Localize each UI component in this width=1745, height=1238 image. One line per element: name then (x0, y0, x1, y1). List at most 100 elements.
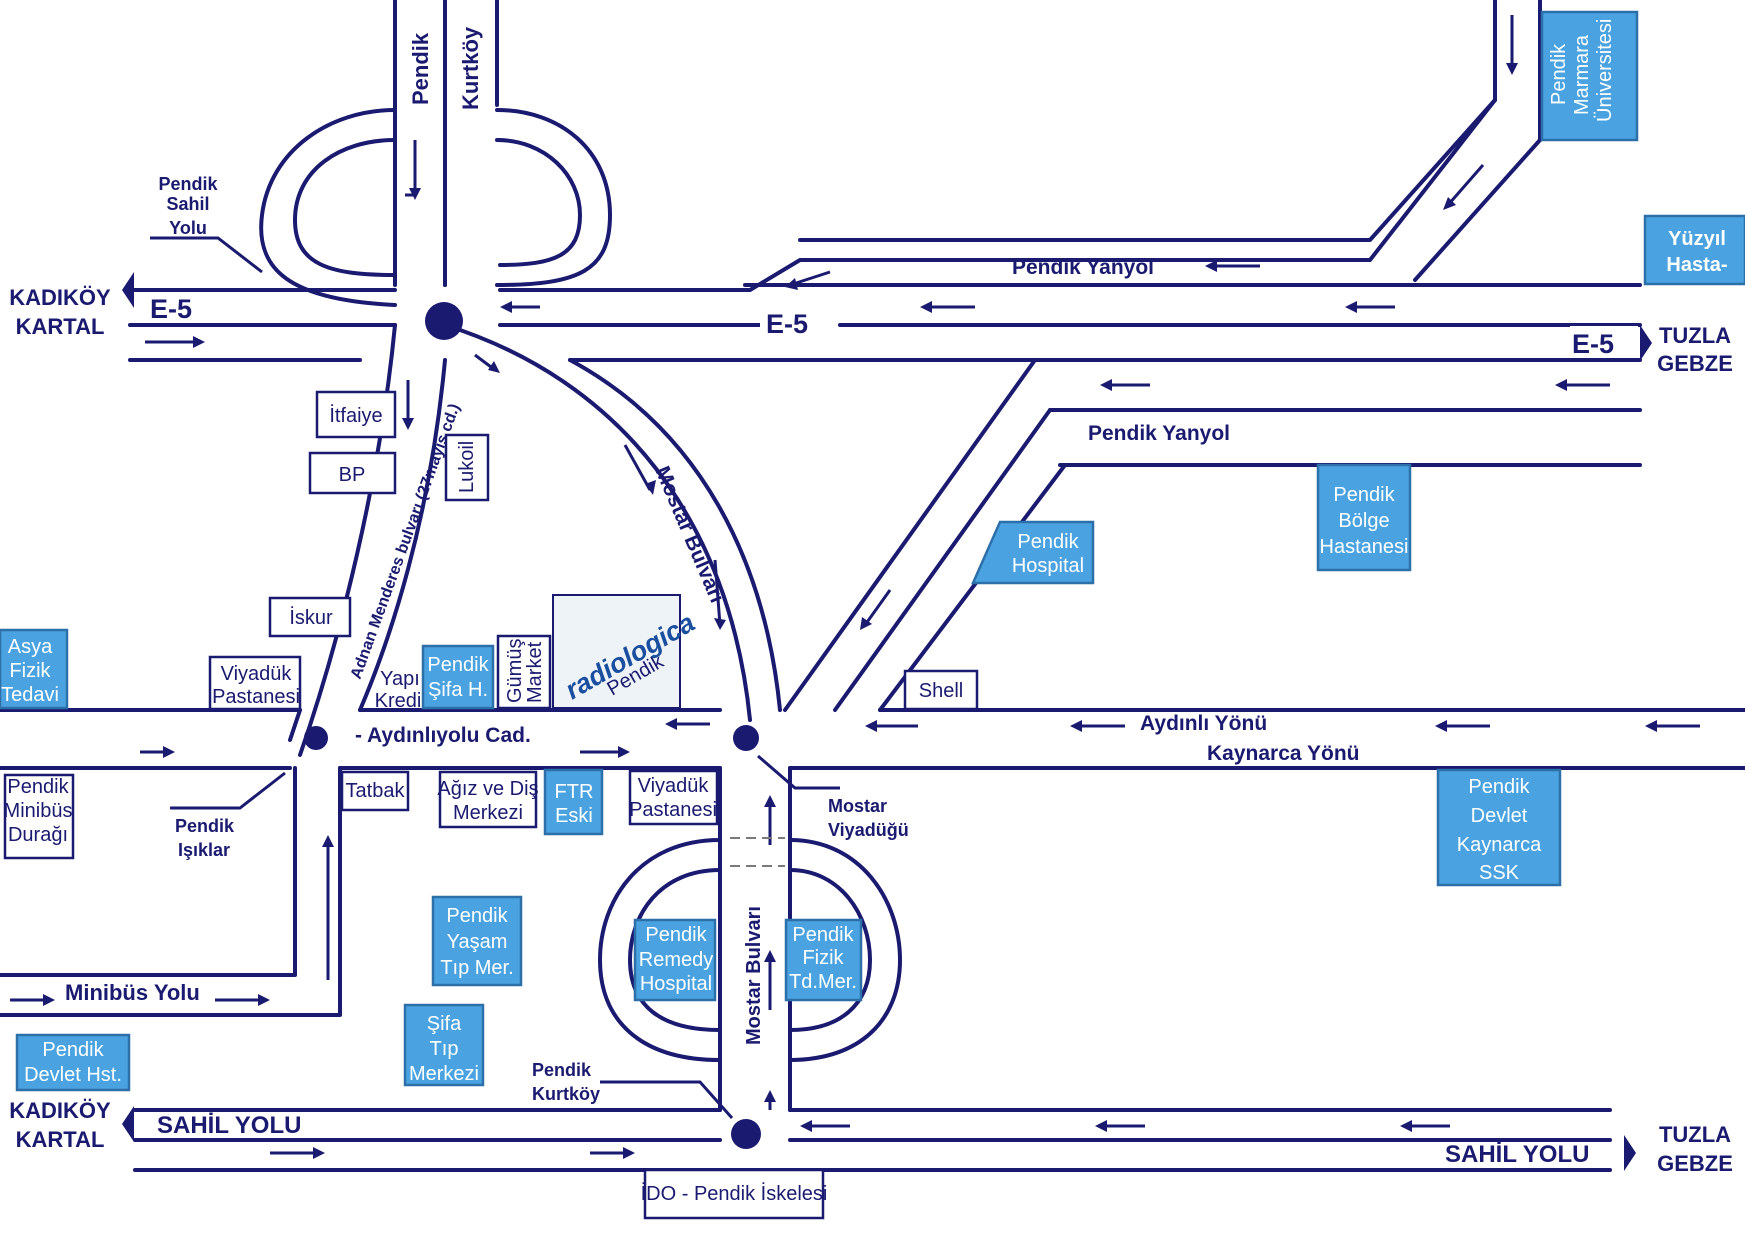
label-aydinli-yonu: Aydınlı Yönü (1140, 712, 1267, 735)
place-yapi-kredi-a: Yapı (380, 668, 420, 690)
junction-sahil (731, 1119, 761, 1149)
box-lukoil (444, 433, 490, 502)
dir-left-top-2: KARTAL (16, 314, 105, 339)
label-e5-right: E-5 (1572, 329, 1614, 359)
place-viyaduk-2b: Pastanesi (629, 799, 717, 821)
place-iskur: İskur (289, 606, 333, 629)
box-sifa-tip (403, 1003, 485, 1087)
place-gumus-b: Market (524, 641, 546, 703)
med-bolge-a: Pendik (1333, 484, 1395, 506)
med-yuzyil-b: Hasta- (1666, 254, 1727, 276)
place-minibus-a: Pendik (7, 776, 69, 798)
med-kaynarca-d: SSK (1479, 862, 1520, 884)
dir-left-top-1: KADIKÖY (9, 285, 111, 310)
label-minibus-yolu: Minibüs Yolu (65, 980, 200, 1005)
med-marmara-c: Üniversitesi (1594, 19, 1616, 122)
box-shell (903, 669, 979, 711)
label-kaynarca-yonu: Kaynarca Yönü (1207, 742, 1360, 765)
dir-right-bottom-2: GEBZE (1657, 1151, 1733, 1176)
radiologica-logo: radiologica Pendik (552, 594, 700, 709)
arrowhead-left-bottom (122, 1106, 134, 1142)
dir-left-bottom-2: KARTAL (16, 1127, 105, 1152)
label-sahil-yolu-left: SAHİL YOLU (157, 1112, 301, 1139)
box-itfaiye (315, 390, 397, 439)
box-bp (308, 451, 397, 495)
label-mostar-lower: Mostar Bulvarı (743, 906, 765, 1045)
place-minibus-c: Durağı (8, 824, 68, 846)
med-fizik-a: Pendik (792, 924, 854, 946)
med-fizik-c: Td.Mer. (789, 971, 857, 993)
label-aydinliyolu: - Aydınlıyolu Cad. (355, 724, 531, 747)
label-pendik-isiklar-2: Işıklar (178, 840, 230, 860)
label-mostar-viyadugu-2: Viyadüğü (828, 820, 909, 840)
med-bolge-c: Hastanesi (1320, 536, 1409, 558)
med-ftr-b: Eski (555, 805, 593, 827)
dir-right-top-2: GEBZE (1657, 351, 1733, 376)
label-sahil-yolu-right: SAHİL YOLU (1445, 1141, 1589, 1168)
box-iskur (268, 596, 352, 638)
box-agiz-dis (438, 770, 538, 829)
pointer-mostar-viyadugu (757, 754, 840, 790)
med-devlet-hst-a: Pendik (42, 1039, 104, 1061)
box-asya-fizik (0, 628, 69, 710)
place-lukoil: Lukoil (456, 441, 478, 493)
med-kaynarca-a: Pendik (1468, 776, 1530, 798)
med-kaynarca-c: Kaynarca (1457, 834, 1542, 856)
box-devlet-kaynarca (1436, 768, 1562, 887)
med-fizik-b: Fizik (802, 947, 844, 969)
box-yasam (431, 895, 523, 987)
med-asya-c: Tedavi (1, 684, 59, 706)
med-remedy-b: Remedy (639, 949, 713, 971)
pointer-pendik-isiklar (170, 771, 286, 810)
medical-places: Pendik Marmara Üniversitesi Yüzyıl Hasta… (0, 10, 1745, 1092)
place-itfaiye: İtfaiye (329, 404, 382, 427)
dir-right-top-1: TUZLA (1659, 323, 1731, 348)
place-yapi-kredi-b: Kredi (375, 690, 422, 712)
junction-aydinli-west (304, 726, 328, 750)
box-viyaduk-2 (628, 769, 719, 826)
med-asya-a: Asya (8, 636, 53, 658)
box-tatbak (340, 770, 410, 812)
med-yuzyil-a: Yüzyıl (1668, 228, 1726, 250)
med-sifa-h-b: Şifa H. (428, 679, 488, 701)
label-pendik-sahil-1: Pendik (158, 174, 218, 194)
med-kaynarca-b: Devlet (1471, 805, 1528, 827)
med-yasam-a: Pendik (446, 905, 508, 927)
med-sifa-h-a: Pendik (427, 654, 489, 676)
junction-e5 (425, 302, 463, 340)
box-ido (643, 1168, 825, 1220)
place-ido: İDO - Pendik İskelesi (641, 1182, 828, 1205)
med-sifa-tip-a: Şifa (427, 1013, 462, 1035)
direction-arrows (10, 15, 1700, 1159)
place-viyaduk-2a: Viyadük (638, 775, 710, 797)
e5-label-gap-right (1570, 326, 1638, 358)
med-hospital-a: Pendik (1017, 531, 1079, 553)
label-pendik-up: Pendik (408, 32, 433, 105)
med-yasam-b: Yaşam (447, 931, 508, 953)
label-pendik-yanyol-mid: Pendik Yanyol (1088, 422, 1230, 445)
place-agiz-a: Ağız ve Diş (437, 778, 538, 800)
box-devlet-hst (15, 1033, 131, 1092)
label-pendik-kurtkoy-1: Pendik (532, 1060, 592, 1080)
place-viyaduk-1b: Pastanesi (212, 686, 300, 708)
med-asya-b: Fizik (9, 660, 51, 682)
dir-left-bottom-1: KADIKÖY (9, 1098, 111, 1123)
place-agiz-b: Merkezi (453, 802, 523, 824)
label-pendik-kurtkoy-2: Kurtköy (532, 1084, 600, 1104)
med-bolge-b: Bölge (1338, 510, 1389, 532)
label-pendik-sahil-2: Sahil (166, 194, 209, 214)
place-shell: Shell (919, 680, 963, 702)
label-pendik-isiklar-1: Pendik (175, 816, 235, 836)
med-sifa-tip-b: Tıp (430, 1038, 459, 1060)
med-hospital-b: Hospital (1012, 555, 1084, 577)
place-viyaduk-1a: Viyadük (221, 663, 293, 685)
label-pendik-yanyol-top: Pendik Yanyol (1012, 256, 1154, 279)
box-marmara (1540, 10, 1639, 142)
place-tatbak: Tatbak (346, 780, 406, 802)
box-ftr-eski (543, 768, 604, 836)
pointer-pendik-sahil (150, 236, 263, 274)
direction-labels: KADIKÖY KARTAL TUZLA GEBZE KADIKÖY KARTA… (9, 272, 1733, 1176)
label-e5-left: E-5 (150, 294, 192, 324)
box-yuzyil (1643, 214, 1745, 286)
label-mostar-upper: Mostar Bulvarı (650, 463, 728, 606)
